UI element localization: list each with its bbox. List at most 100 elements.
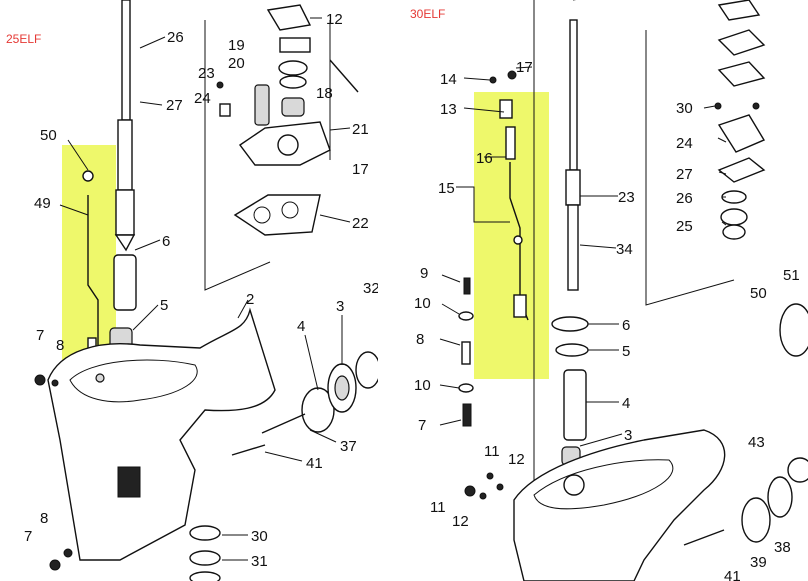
callout-20: 20	[228, 55, 245, 72]
shaft-part	[567, 204, 579, 291]
callout-13: 13	[440, 101, 457, 118]
callout-17: 17	[516, 59, 533, 76]
callout-27: 27	[166, 97, 183, 114]
washer-8	[51, 379, 59, 387]
callout-41: 41	[306, 455, 323, 472]
leader	[441, 303, 460, 315]
callout-19: 19	[228, 37, 245, 54]
part-9	[463, 277, 471, 295]
part-30b	[752, 102, 760, 110]
part-10	[458, 311, 474, 321]
callout-8b: 8	[40, 510, 48, 527]
callout-3: 3	[336, 298, 344, 315]
shaft-41	[231, 444, 266, 456]
leader	[139, 101, 163, 106]
part-12	[496, 483, 504, 491]
casing-window	[117, 466, 141, 498]
callout-11b: 11	[430, 499, 446, 516]
callout-10: 10	[414, 295, 431, 312]
callout-12b: 12	[452, 513, 469, 530]
seal-25b	[722, 224, 746, 240]
leader	[463, 107, 505, 113]
pump-cover	[717, 0, 761, 21]
leader	[463, 77, 491, 81]
callout-7: 7	[36, 327, 44, 344]
panel-25elf: 25ELF	[0, 0, 378, 581]
part-16	[505, 126, 516, 160]
callout-4: 4	[297, 318, 305, 335]
leader	[319, 214, 351, 223]
rod-joint	[513, 235, 523, 245]
callout-4: 4	[622, 395, 630, 412]
shaft-part	[121, 0, 131, 121]
callout-18: 18	[316, 85, 333, 102]
casing-top	[69, 359, 198, 403]
leader	[721, 221, 727, 226]
leader	[456, 186, 510, 223]
leader	[59, 204, 89, 216]
leader	[264, 451, 303, 462]
callout-22: 22	[352, 215, 369, 232]
callout-23: 23	[198, 65, 215, 82]
exploded-diagram-25elf: 26 12 19 20 23 24 27 18 21 17 22 50 49 6…	[24, 0, 378, 581]
leader	[132, 304, 159, 331]
bolt-7b	[49, 559, 61, 571]
part-50	[82, 170, 94, 182]
callout-32: 32	[363, 280, 378, 297]
pump-plate	[717, 29, 766, 56]
part-27	[717, 157, 766, 183]
callout-34: 34	[616, 241, 633, 258]
leader	[439, 384, 460, 389]
leader	[718, 171, 727, 175]
callout-43: 43	[748, 434, 765, 451]
gasket-hole	[253, 206, 271, 224]
shaft-part	[565, 169, 581, 206]
panel-30elf: 30ELF	[404, 0, 808, 581]
sleeve-part	[113, 254, 137, 311]
shift-cam	[499, 99, 513, 119]
callout-12: 12	[326, 11, 343, 28]
bearing-inner	[334, 375, 350, 401]
leader	[439, 338, 461, 346]
callout-25: 25	[676, 218, 693, 235]
shaft-part	[115, 189, 135, 236]
callout-5: 5	[160, 297, 168, 314]
screw-24	[219, 103, 231, 117]
shaft-part	[114, 234, 136, 252]
callout-50: 50	[750, 285, 767, 302]
callout-27: 27	[676, 166, 693, 183]
callout-12: 12	[508, 451, 525, 468]
impeller-part	[281, 97, 305, 117]
callout-50: 50	[40, 127, 57, 144]
part-11b	[464, 485, 476, 497]
guide-line	[204, 20, 271, 291]
pump-plate	[717, 61, 766, 87]
callout-17: 17	[352, 161, 369, 178]
seal-25	[720, 208, 748, 226]
part-8	[461, 341, 471, 365]
bolt-21	[329, 59, 359, 93]
part-30	[714, 102, 722, 110]
part-31	[189, 550, 221, 566]
leader	[703, 105, 716, 109]
seal-39	[741, 497, 771, 543]
callout-26: 26	[676, 190, 693, 207]
washer-5	[555, 343, 589, 357]
model-tag-30elf: 30ELF	[410, 7, 446, 21]
callout-31: 31	[251, 553, 268, 570]
callout-41: 41	[724, 568, 741, 581]
part-14	[489, 76, 497, 84]
callout-49: 49	[34, 195, 51, 212]
gasket-hole	[281, 201, 299, 219]
callout-3: 3	[624, 427, 632, 444]
callout-30: 30	[251, 528, 268, 545]
callout-23: 23	[618, 189, 635, 206]
callout-6: 6	[622, 317, 630, 334]
callout-39: 39	[750, 554, 767, 571]
callout-14: 14	[440, 71, 457, 88]
part-17	[507, 70, 517, 80]
callout-16: 16	[476, 150, 493, 167]
callout-37: 37	[340, 438, 357, 455]
part-11	[486, 472, 494, 480]
